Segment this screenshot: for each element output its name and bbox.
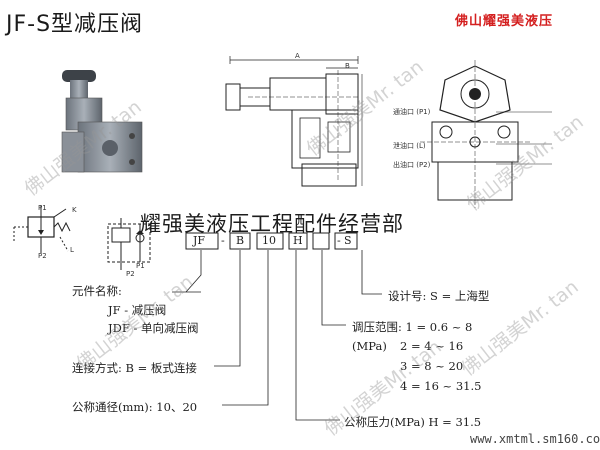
brand-name: 佛山耀强美液压 (455, 14, 554, 29)
port-leader-lines (496, 111, 552, 165)
label-p1: P1 (38, 204, 47, 212)
code-sep-5: - (337, 234, 341, 247)
port-p2-label: 出油口 (P2) (393, 161, 431, 169)
label-p2: P2 (38, 252, 47, 260)
hydraulic-symbol (13, 205, 71, 253)
port-l-label: 泄油口 (L) (393, 142, 426, 150)
code-10: 10 (262, 234, 276, 247)
code-h: H (293, 234, 303, 247)
legend-jf: JF - 减压阀 (108, 303, 167, 317)
model-code-boxes (185, 232, 358, 250)
website-url: www.xmtml.sm160.com (470, 432, 600, 446)
code-s: S (344, 234, 352, 247)
label-k: K (72, 206, 77, 214)
check-valve-symbol (107, 218, 151, 270)
port-p1-label: 通油口 (P1) (393, 108, 431, 116)
legend-range-3: 3 = 8 ~ 20 (400, 359, 464, 373)
legend-component-name: 元件名称: (72, 284, 122, 298)
legend-range-2: 2 = 4 ~ 16 (400, 339, 464, 353)
side-view-drawing (225, 56, 363, 187)
legend-pressure-range: 调压范围: 1 = 0.6 ~ 8 (352, 320, 473, 334)
dim-b: B (345, 62, 350, 70)
legend-connection: 连接方式: B = 板式连接 (72, 361, 197, 375)
legend-nominal-pressure: 公称压力(MPa) H = 31.5 (344, 415, 482, 429)
label-p2-check: P2 (126, 270, 135, 278)
label-p1-check: P1 (136, 262, 145, 270)
legend-jdf: JDF - 单向减压阀 (108, 321, 199, 335)
valve-photo (61, 70, 143, 173)
front-view-drawing (420, 60, 530, 208)
legend-mpa: (MPa) (352, 339, 387, 353)
code-b: B (236, 234, 245, 247)
code-sep-1: - (221, 234, 225, 247)
legend-diameter: 公称通径(mm): 10、20 (72, 400, 198, 414)
legend-range-4: 4 = 16 ~ 31.5 (400, 379, 482, 393)
code-jf: JF (193, 234, 206, 247)
company-banner: 耀强美液压工程配件经营部 (140, 212, 404, 236)
label-l: L (70, 246, 74, 254)
dim-a: A (295, 52, 300, 60)
legend-design: 设计号: S = 上海型 (388, 289, 490, 303)
page-title: JF-S型减压阀 (6, 12, 144, 37)
